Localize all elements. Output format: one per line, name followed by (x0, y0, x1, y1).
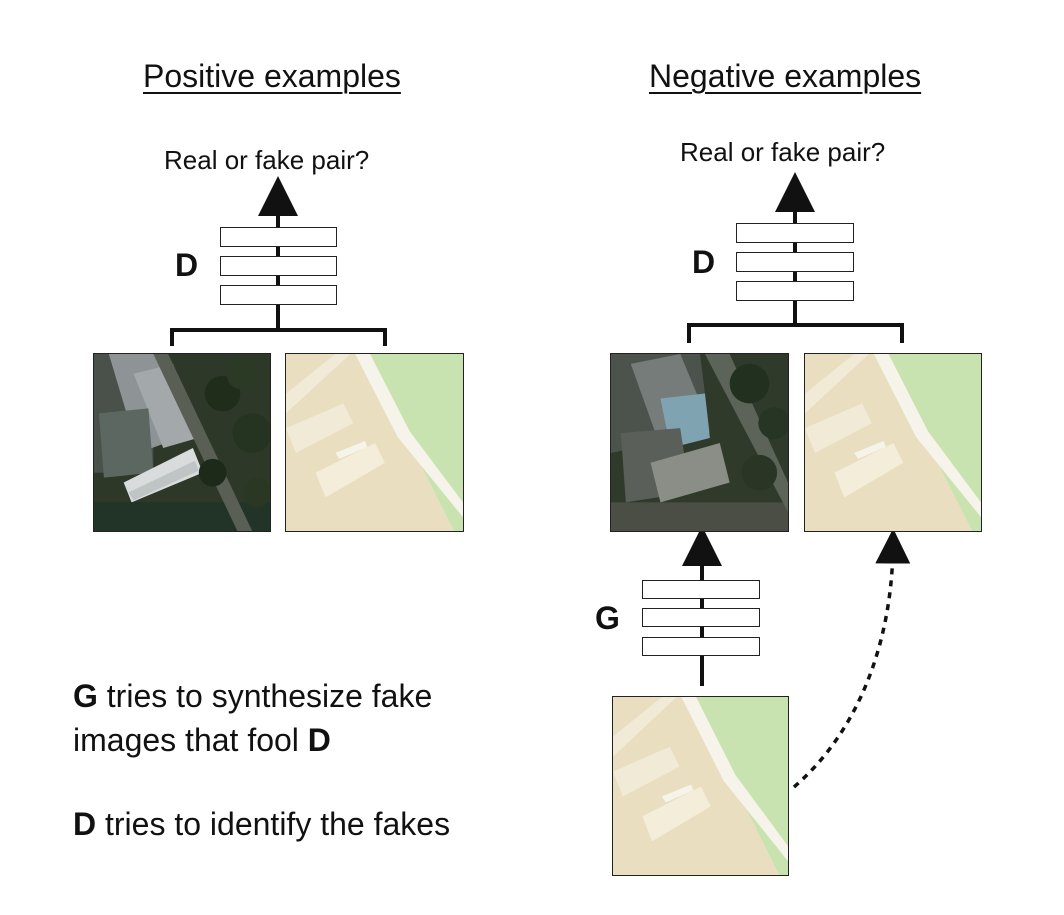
caption-d-bold: D (307, 722, 331, 758)
right-d-layer-1 (736, 223, 854, 243)
real-aerial-photo (93, 353, 271, 532)
left-d-layer-1 (220, 227, 337, 247)
generator-input-map (612, 696, 789, 876)
caption-generator: G tries to synthesize fake images that f… (73, 674, 432, 762)
right-discriminator-label: D (692, 244, 716, 280)
caption-line-2: images that fool D (73, 718, 432, 762)
fake-aerial-photo (610, 353, 789, 532)
positive-examples-heading: Positive examples (143, 58, 401, 94)
caption-line3-text: tries to identify the fakes (96, 806, 451, 842)
caption-line2-text: images that fool (73, 722, 308, 758)
generator-label: G (595, 600, 620, 636)
right-d-layer-2 (736, 252, 854, 272)
right-d-layer-3 (736, 281, 854, 301)
g-layer-3 (642, 637, 760, 656)
left-discriminator-label: D (175, 247, 199, 283)
left-question: Real or fake pair? (164, 145, 370, 175)
right-question: Real or fake pair? (680, 137, 886, 167)
fake-pair-map (804, 353, 982, 532)
caption-line-1: G tries to synthesize fake (73, 674, 432, 718)
g-layer-1 (642, 580, 760, 599)
g-layer-2 (642, 608, 760, 627)
negative-examples-heading: Negative examples (649, 58, 922, 94)
dotted-arrow (792, 528, 911, 789)
real-pair-map (285, 353, 464, 532)
left-d-layer-2 (220, 256, 337, 276)
caption-line1-text: tries to synthesize fake (97, 678, 433, 714)
caption-d2-bold: D (73, 806, 97, 842)
caption-discriminator: D tries to identify the fakes (73, 802, 450, 846)
left-d-layer-3 (220, 285, 337, 305)
caption-g-bold: G (73, 678, 98, 714)
